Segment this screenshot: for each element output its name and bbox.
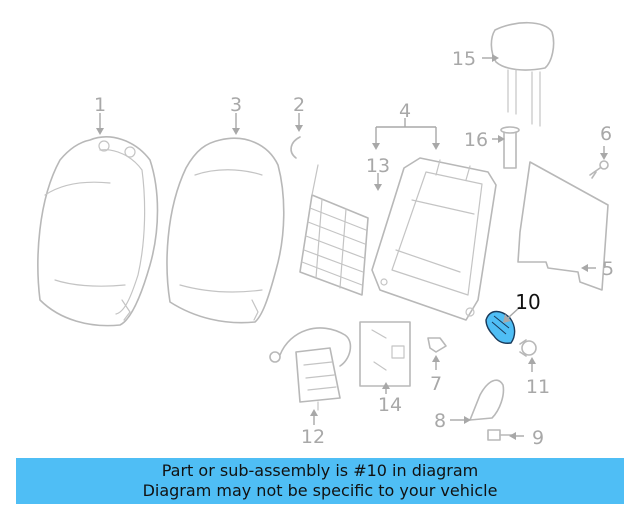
part-3-seat-back-pad [166,137,285,324]
part-6-bolt [589,160,609,179]
part-5-back-panel [517,161,609,291]
part-4-seat-back-frame [371,157,497,321]
part-8-bracket [469,379,505,421]
callout-13: 13 [366,155,390,177]
callout-8: 8 [434,410,446,432]
info-banner: Part or sub-assembly is #10 in diagram D… [16,458,624,504]
callout-3: 3 [230,94,242,116]
callout-2: 2 [293,94,305,116]
leader-lines [96,54,608,440]
banner-line-1: Part or sub-assembly is #10 in diagram [161,461,479,480]
part-2-clip [290,136,301,159]
part-11-cap [519,339,537,357]
callout-1: 1 [94,94,106,116]
part-1-seat-back-cover [37,136,159,327]
callout-4: 4 [399,100,411,122]
part-7-clip [427,337,447,353]
exploded-seat-diagram: 1 2 3 4 5 6 7 8 9 10 11 12 13 14 15 16 [37,21,614,449]
callout-15: 15 [452,48,476,70]
callout-9: 9 [532,427,544,449]
part-14-clip-set [359,321,411,387]
callout-11: 11 [526,376,550,398]
callout-14: 14 [378,394,402,416]
part-12-cable-assembly [269,327,352,411]
part-16-headrest-guide [500,126,520,169]
callout-6: 6 [600,123,612,145]
part-9-screw [487,429,513,441]
callout-10: 10 [515,290,540,314]
callout-12: 12 [301,426,325,448]
part-13-lumbar-support [299,164,369,296]
callout-5: 5 [602,258,614,280]
part-15-headrest [490,21,555,127]
callout-7: 7 [430,373,442,395]
callout-16: 16 [464,129,488,151]
banner-line-2: Diagram may not be specific to your vehi… [142,481,498,500]
